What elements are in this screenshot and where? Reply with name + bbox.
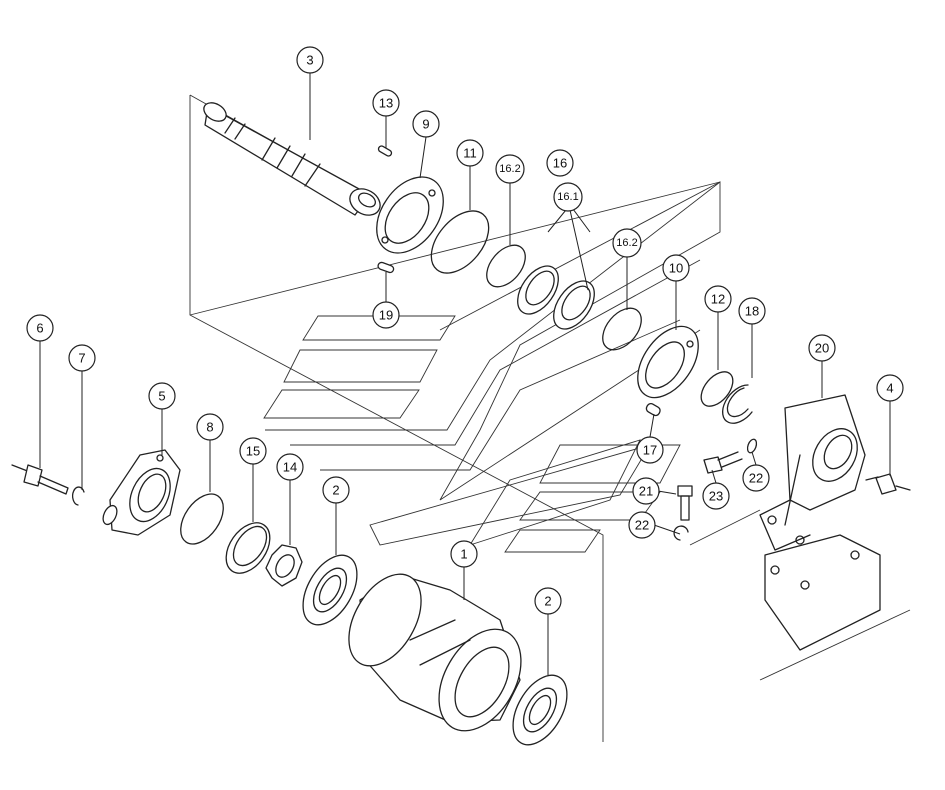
callout-label: 13 [379, 96, 393, 111]
bolt-4 [865, 473, 911, 495]
callout-label: 10 [669, 261, 683, 276]
ring-15 [225, 522, 271, 574]
o-ring-16-2-first [486, 244, 526, 288]
callout-label: 11 [463, 146, 477, 161]
callout-23: 23 [702, 482, 730, 510]
callout-label: 1 [460, 547, 467, 562]
flange-10 [637, 325, 699, 399]
callout-10: 10 [662, 254, 690, 282]
callout-label: 20 [815, 341, 829, 356]
bearing-2-right [512, 674, 568, 746]
callout-label: 21 [639, 484, 653, 499]
bolt-21 [677, 485, 693, 521]
callout-label: 23 [709, 489, 723, 504]
callout-15: 15 [239, 437, 267, 465]
callout-label: 5 [158, 389, 165, 404]
track-roller-1 [348, 573, 522, 732]
snap-ring-18 [722, 384, 753, 424]
o-ring-12 [700, 371, 734, 407]
callout-label: 8 [206, 420, 213, 435]
callout-2-left: 2 [322, 476, 350, 504]
bolt-6 [11, 464, 69, 495]
callout-16-1: 16.1 [553, 182, 583, 212]
callout-label: 18 [745, 304, 759, 319]
callout-19: 19 [372, 301, 400, 329]
bolt-23 [703, 451, 743, 474]
callout-label: 3 [306, 53, 313, 68]
pin-19 [377, 261, 395, 274]
callout-21: 21 [632, 477, 660, 505]
callout-17: 17 [636, 436, 664, 464]
pin-17 [645, 402, 661, 417]
callout-14: 14 [276, 453, 304, 481]
callout-1: 1 [450, 540, 478, 568]
callout-label: 22 [635, 518, 649, 533]
cover-5 [102, 449, 181, 536]
lock-nut-14 [265, 544, 303, 587]
callout-label: 17 [643, 443, 657, 458]
callout-label: 14 [283, 460, 297, 475]
background-logo [263, 181, 721, 553]
callout-22-upper: 22 [742, 464, 770, 492]
callout-18: 18 [738, 297, 766, 325]
callout-label: 6 [36, 321, 43, 336]
callout-label: 4 [886, 381, 893, 396]
o-ring-16-2-second [602, 307, 642, 351]
callout-4: 4 [876, 374, 904, 402]
callout-7: 7 [68, 344, 96, 372]
callout-20: 20 [808, 334, 836, 362]
seal-ring-left [517, 265, 559, 315]
callout-11: 11 [456, 139, 484, 167]
callout-label: 2 [332, 483, 339, 498]
bracket-housing-20 [759, 394, 881, 651]
o-ring-8 [180, 493, 224, 545]
callout-label: 12 [711, 292, 725, 307]
bearing-2-left [302, 554, 358, 626]
shaft-part [203, 102, 381, 216]
callout-label: 2 [544, 594, 551, 609]
callout-16-2-first: 16.2 [495, 154, 525, 184]
callout-label: 16 [553, 156, 567, 171]
callout-label: 15 [246, 444, 260, 459]
callout-5: 5 [148, 382, 176, 410]
callout-8: 8 [196, 413, 224, 441]
seal-ring-16-1 [553, 280, 595, 330]
callout-3: 3 [296, 46, 324, 74]
pin-13 [377, 145, 393, 157]
callout-13: 13 [372, 89, 400, 117]
callout-22-lower: 22 [628, 511, 656, 539]
callout-12: 12 [704, 285, 732, 313]
callout-16-2-second: 16.2 [612, 228, 642, 258]
callout-label: 16.2 [499, 163, 520, 175]
callout-label: 22 [749, 471, 763, 486]
o-ring-11 [430, 210, 490, 274]
callout-leaders [39, 73, 891, 675]
callout-16: 16 [546, 149, 574, 177]
callout-label: 16.2 [616, 237, 637, 249]
callout-9: 9 [412, 110, 440, 138]
callout-label: 16.1 [557, 191, 578, 203]
callout-label: 9 [422, 117, 429, 132]
callout-label: 19 [379, 308, 393, 323]
callout-6: 6 [26, 314, 54, 342]
flange-9 [376, 176, 444, 254]
washer-22-lower [673, 525, 689, 541]
callout-2-right: 2 [534, 587, 562, 615]
washer-22-upper [746, 438, 758, 454]
callout-label: 7 [78, 351, 85, 366]
